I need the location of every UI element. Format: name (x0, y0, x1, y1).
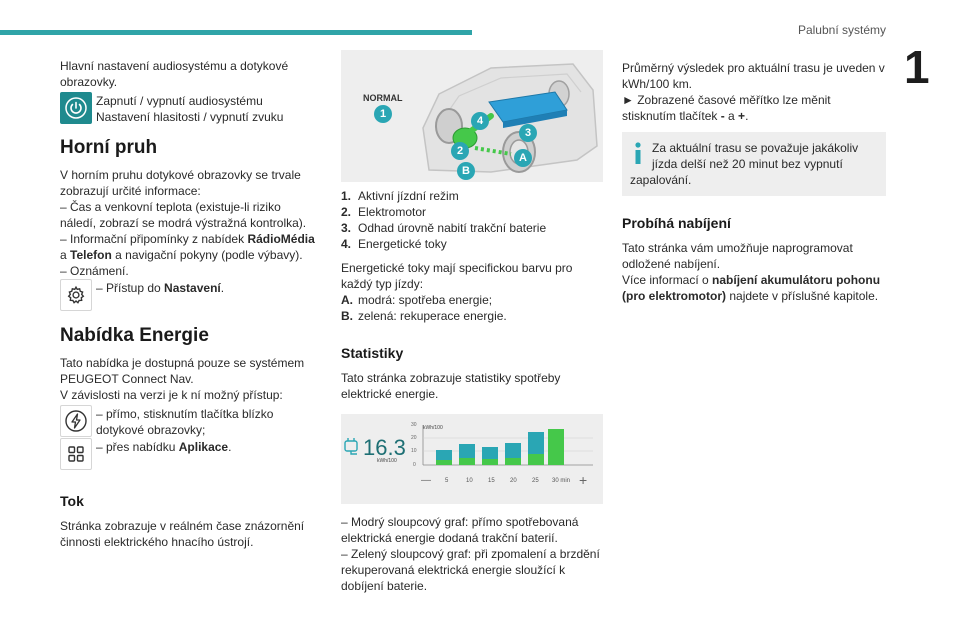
drive-mode-label: NORMAL (363, 93, 403, 103)
marker-3: 3 (519, 124, 537, 142)
statistics-screen: 16.3 kWh/100 kWh/100 30 20 10 0 — 5 10 1… (341, 414, 603, 504)
average-text: Průměrný výsledek pro aktuální trasu je … (622, 61, 885, 91)
legend-list: 1.Aktivní jízdní režim 2.Elektromotor 3.… (341, 188, 603, 252)
energy-flow-illustration: NORMAL 1 4 3 2 A B (341, 50, 603, 182)
heading-flow: Tok (60, 493, 84, 509)
y-axis-unit: kWh/100 (423, 425, 443, 431)
y-tick: 20 (411, 435, 417, 441)
apps-grid-icon (60, 438, 92, 470)
x-tick: 25 (532, 478, 539, 484)
settings-row: – Přístup do Nastavení. (60, 279, 315, 311)
power-icon (60, 92, 92, 124)
zoom-out-button[interactable]: — (421, 475, 431, 486)
top-bar-reminders: – Informační připomínky z nabídek RádioM… (60, 232, 315, 262)
list-item: B.zelená: rekuperace energie. (341, 309, 507, 323)
top-bar-text: V horním pruhu dotykové obrazovky se trv… (60, 168, 301, 198)
marker-b: B (457, 162, 475, 180)
y-tick: 30 (411, 422, 417, 428)
energy-bolt-icon (60, 405, 92, 437)
energy-access-intro: V závislosti na verzi je k ní možný přís… (60, 388, 283, 402)
y-tick: 0 (413, 462, 416, 468)
list-item: 1.Aktivní jízdní režim (341, 189, 459, 203)
gear-icon (60, 279, 92, 311)
charging-text: Tato stránka vám umožňuje naprogramovat … (622, 241, 853, 271)
list-item: 4.Energetické toky (341, 237, 447, 251)
top-bar-time: – Čas a venkovní teplota (existuje-li ri… (60, 200, 307, 230)
section-title: Palubní systémy (797, 23, 886, 37)
stats-green-desc: – Zelený sloupcový graf: při zpomalení a… (341, 547, 600, 593)
x-tick: 15 (488, 478, 495, 484)
charging-more-info: Více informací o nabíjení akumulátoru po… (622, 273, 881, 303)
statistics-chart (344, 425, 593, 466)
x-tick: 5 (445, 478, 449, 484)
audio-power-row: Zapnutí / vypnutí audiosystému Nastavení… (60, 92, 315, 125)
column-1: Hlavní nastavení audiosystému a dotykové… (60, 58, 315, 556)
header-accent-bar (0, 30, 472, 35)
volume-label: Nastavení hlasitosti / vypnutí zvuku (96, 110, 284, 124)
info-note: Za aktuální trasu se považuje jakákoliv … (622, 132, 886, 196)
flow-text: Stránka zobrazuje v reálném čase znázorn… (60, 519, 305, 549)
consumption-value: 16.3 (363, 435, 406, 460)
column-2: NORMAL 1 4 3 2 A B 1.Aktivní jízdní reži… (341, 50, 603, 600)
plug-icon (344, 438, 358, 455)
direct-access-row: – přímo, stisknutím tlačítka blízko doty… (60, 405, 315, 438)
statistics-text: Tato stránka zobrazuje statistiky spotře… (341, 371, 561, 401)
time-scale-text: ► Zobrazené časové měřítko lze měnit sti… (622, 93, 831, 123)
heading-charging: Probíhá nabíjení (622, 215, 731, 231)
apps-access-row: – přes nabídku Aplikace. (60, 438, 315, 470)
x-tick: 30 min (552, 478, 571, 484)
marker-1: 1 (374, 105, 392, 123)
list-item: 3.Odhad úrovně nabití trakční baterie (341, 221, 547, 235)
info-icon (635, 142, 641, 164)
stats-blue-desc: – Modrý sloupcový graf: přímo spotřebova… (341, 515, 579, 545)
color-list: A.modrá: spotřeba energie; B.zelená: rek… (341, 292, 603, 324)
heading-statistics: Statistiky (341, 345, 404, 361)
flow-colors-text: Energetické toky mají specifickou barvu … (341, 261, 573, 291)
zoom-in-button[interactable]: + (579, 472, 588, 488)
intro-text: Hlavní nastavení audiosystému a dotykové… (60, 59, 289, 89)
list-item: 2.Elektromotor (341, 205, 427, 219)
direct-access-label: – přímo, stisknutím tlačítka blízko doty… (96, 407, 274, 437)
settings-label: – Přístup do Nastavení. (96, 281, 225, 295)
x-tick: 20 (510, 478, 517, 484)
apps-access-label: – přes nabídku Aplikace. (96, 440, 232, 454)
column-3: Průměrný výsledek pro aktuální trasu je … (622, 60, 886, 310)
heading-energy-menu: Nabídka Energie (60, 325, 209, 346)
heading-top-bar: Horní pruh (60, 137, 158, 158)
chapter-number: 1 (904, 41, 930, 93)
consumption-unit: kWh/100 (377, 458, 397, 464)
list-item: A.modrá: spotřeba energie; (341, 293, 493, 307)
marker-4: 4 (471, 112, 489, 130)
audio-toggle-label: Zapnutí / vypnutí audiosystému (96, 94, 263, 108)
x-tick: 10 (466, 478, 473, 484)
energy-availability: Tato nabídka je dostupná pouze se systém… (60, 356, 305, 386)
top-bar-notifications: – Oznámení. (60, 264, 129, 278)
marker-a: A (514, 149, 532, 167)
marker-2: 2 (451, 142, 469, 160)
y-tick: 10 (411, 448, 417, 454)
